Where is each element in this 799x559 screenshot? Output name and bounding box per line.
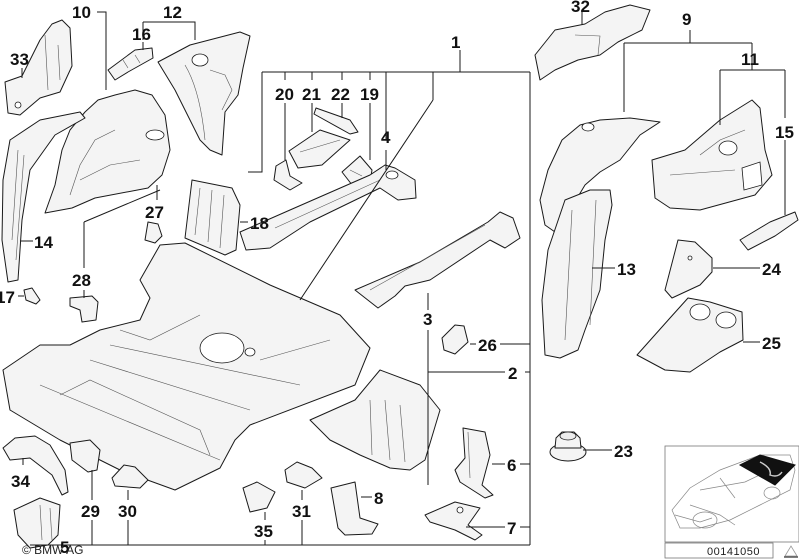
part-rear-section[interactable]	[309, 369, 441, 471]
part-20[interactable]	[273, 159, 303, 191]
callout-14[interactable]: 14	[34, 233, 53, 252]
highlighted-area	[738, 454, 796, 486]
callout-35[interactable]: 35	[254, 522, 273, 541]
part-8[interactable]	[330, 481, 379, 536]
callout-10[interactable]: 10	[72, 3, 91, 22]
part-23[interactable]	[549, 431, 587, 462]
part-3[interactable]	[354, 211, 521, 309]
callout-12[interactable]: 12	[163, 3, 182, 22]
callout-33[interactable]: 33	[10, 50, 29, 69]
part-12[interactable]	[157, 31, 251, 156]
callout-11[interactable]: 11	[741, 50, 759, 69]
callout-21[interactable]: 21	[302, 85, 321, 104]
part-11[interactable]	[651, 99, 773, 211]
callout-15[interactable]: 15	[775, 123, 794, 142]
leader-lines	[18, 11, 786, 546]
callout-23[interactable]: 23	[614, 442, 633, 461]
callout-20[interactable]: 20	[275, 85, 294, 104]
part-5[interactable]	[13, 497, 61, 549]
callout-9[interactable]: 9	[682, 10, 691, 29]
part-29[interactable]	[69, 439, 101, 473]
car-silhouette-icon	[671, 454, 796, 529]
part-4[interactable]	[239, 164, 417, 251]
callout-6[interactable]: 6	[507, 456, 516, 475]
diagram-number-box	[664, 542, 774, 559]
callout-34[interactable]: 34	[11, 472, 30, 491]
part-22[interactable]	[313, 107, 359, 135]
diagram-number: 00141050	[707, 546, 760, 558]
callout-3[interactable]: 3	[423, 310, 432, 329]
part-33[interactable]	[4, 19, 73, 116]
part-14[interactable]	[1, 111, 86, 283]
part-24[interactable]	[664, 239, 713, 299]
callout-16[interactable]: 16	[132, 25, 151, 44]
callout-31[interactable]: 31	[292, 502, 311, 521]
part-25[interactable]	[636, 297, 744, 373]
part-27[interactable]	[144, 221, 163, 244]
callout-8[interactable]: 8	[374, 489, 383, 508]
part-16[interactable]	[107, 47, 154, 81]
callout-18[interactable]: 18	[250, 214, 269, 233]
callout-24[interactable]: 24	[762, 260, 781, 279]
warning-triangle-icon[interactable]	[784, 545, 798, 558]
callout-19[interactable]: 19	[360, 85, 379, 104]
part-10[interactable]	[44, 89, 171, 214]
part-18[interactable]	[184, 179, 241, 256]
locator-thumbnail: 00141050	[664, 445, 799, 559]
callout-5[interactable]: 5	[60, 538, 69, 557]
part-15[interactable]	[739, 211, 799, 251]
part-28[interactable]	[69, 295, 99, 323]
part-floor-pan[interactable]	[2, 242, 371, 491]
part-6[interactable]	[454, 427, 494, 499]
callout-1[interactable]: 1	[451, 33, 460, 52]
part-26[interactable]	[441, 324, 469, 355]
part-35[interactable]	[242, 481, 276, 513]
part-17[interactable]	[23, 287, 41, 305]
callout-17[interactable]: 17	[0, 288, 15, 307]
copyright-text: © BMW AG	[22, 543, 84, 557]
part-32[interactable]	[534, 4, 651, 81]
part-7[interactable]	[424, 501, 483, 541]
callout-22[interactable]: 22	[331, 85, 350, 104]
callout-27[interactable]: 27	[145, 203, 164, 222]
callout-25[interactable]: 25	[762, 334, 781, 353]
part-13[interactable]	[541, 189, 613, 359]
callout-13[interactable]: 13	[617, 260, 636, 279]
callout-29[interactable]: 29	[81, 502, 100, 521]
part-30[interactable]	[111, 464, 149, 489]
callout-28[interactable]: 28	[72, 271, 91, 290]
callout-26[interactable]: 26	[478, 336, 497, 355]
part-31[interactable]	[284, 461, 323, 489]
callout-32[interactable]: 32	[571, 0, 590, 16]
callout-7[interactable]: 7	[507, 519, 516, 538]
callout-4[interactable]: 4	[381, 128, 391, 147]
callout-30[interactable]: 30	[118, 502, 137, 521]
callout-2[interactable]: 2	[508, 364, 517, 383]
part-21[interactable]	[288, 129, 351, 169]
